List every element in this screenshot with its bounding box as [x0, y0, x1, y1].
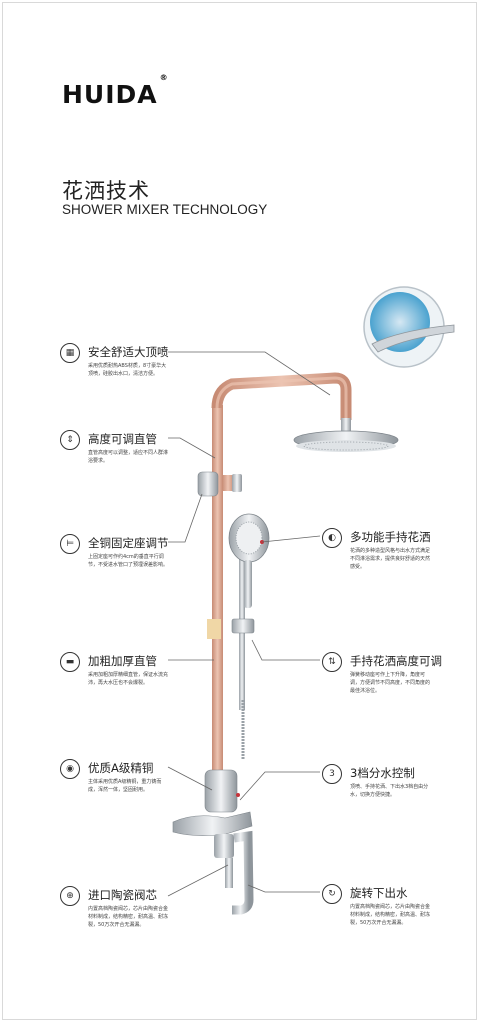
brand-logo: HUIDA®: [62, 73, 169, 109]
feature-desc: 直管高度可以调整，适应不同人群淋浴要求。: [88, 450, 169, 464]
height-bars-icon: ⇕: [60, 430, 80, 450]
fixed-seat: [197, 471, 242, 497]
feature-label: 3档分水控制: [350, 766, 415, 780]
feature-desc: 采用优质耐热ABS材质，8寸豪华大顶喷，硅胶出水口，清洁方便。: [88, 363, 167, 377]
copper-icon: ◉: [60, 759, 80, 779]
feature-label: 旋转下出水: [350, 886, 408, 900]
feature-desc: 花洒的多种造型风格与出水方式满足不同淋浴需求，提供良好舒适的天然感受。: [350, 548, 431, 570]
three-level-icon: 3: [322, 764, 342, 784]
feature-desc: 内置高档陶瓷阀芯，芯片由陶瓷合金材料制成，结构精密，耐高温、耐冻裂，50万次开合…: [350, 904, 431, 926]
feature-desc: 内置高档陶瓷阀芯，芯片由陶瓷合金材料制成，结构精密，耐高温、耐冻裂，50万次开合…: [88, 906, 169, 928]
feature-desc: 上固定座可作约4cm的垂直平行调节，不受进水管口了预埋误差影响。: [88, 554, 169, 568]
grid-circle-icon: ▦: [60, 343, 80, 363]
rotate-icon: ↻: [322, 884, 342, 904]
page-title-en: SHOWER MIXER TECHNOLOGY: [62, 202, 268, 217]
feature-label: 全铜固定座调节: [88, 536, 169, 550]
feature-label: 安全舒适大顶喷: [88, 345, 169, 359]
adjust-icon: ⇅: [322, 652, 342, 672]
registered-mark: ®: [159, 72, 169, 82]
feature-label: 多功能手持花洒: [350, 530, 431, 544]
feature-desc: 采用加粗加厚精细直管，保证水流充沛，再大水压也不会爆裂。: [88, 672, 169, 686]
brand-name: HUIDA: [62, 80, 158, 109]
mixer-valve: [172, 769, 254, 915]
fixed-seat-icon: ⊨: [60, 534, 80, 554]
feature-label: 优质A级精铜: [88, 761, 154, 775]
copper-column: [211, 372, 352, 775]
feature-desc: 主体采用优质A级精铜，重力铸而成，浑然一体，坚固耐用。: [88, 779, 162, 793]
thick-pipe-icon: ▬: [60, 652, 80, 672]
feature-desc: 弹簧移动座可作上下升降，角度可调，方便调节不同高度，不同角度的最佳沐浴位。: [350, 672, 431, 694]
feature-label: 加粗加厚直管: [88, 654, 157, 668]
slide-rail: [207, 520, 255, 760]
feature-label: 高度可调直管: [88, 432, 157, 446]
feature-desc: 顶喷、手持花洒、下出水3档自由分水，切换方便快捷。: [350, 784, 429, 798]
handheld-icon: ◐: [322, 528, 342, 548]
handheld-shower: [228, 513, 270, 608]
leader-lines: [167, 351, 331, 897]
shower-head-zoom: [363, 286, 455, 368]
feature-label: 手持花洒高度可调: [350, 654, 442, 668]
valve-icon: ⊕: [60, 886, 80, 906]
feature-label: 进口陶瓷阀芯: [88, 888, 157, 902]
top-shower-head: [293, 418, 399, 452]
page-title-cn: 花洒技术: [62, 179, 150, 203]
